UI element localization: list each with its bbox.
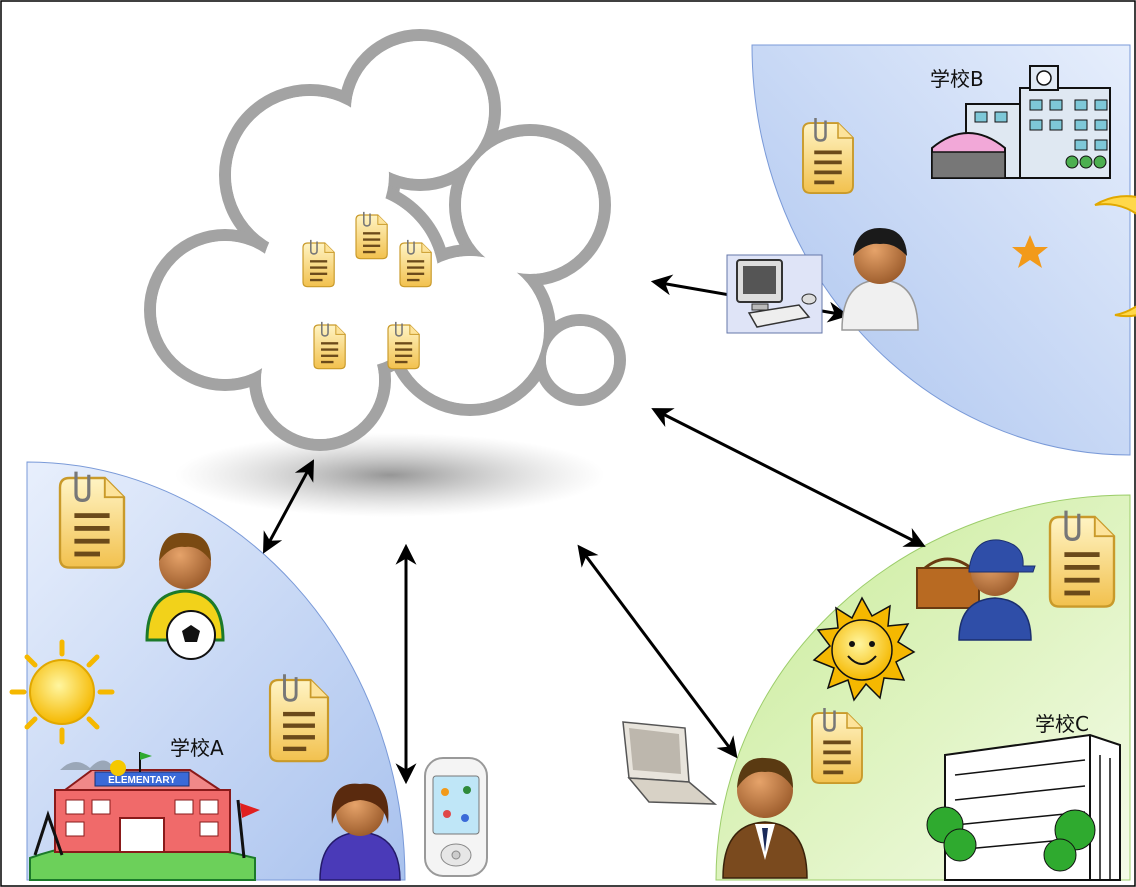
document-icon bbox=[268, 672, 330, 763]
arrow-school-a bbox=[263, 459, 314, 554]
document-icon bbox=[302, 239, 335, 288]
school-b-building-icon bbox=[931, 65, 1111, 179]
school-c-building-icon bbox=[926, 733, 1121, 881]
cloud-fill bbox=[156, 41, 614, 439]
school-a-building-icon: ELEMENTARY bbox=[29, 752, 260, 881]
desktop-computer-icon bbox=[726, 254, 823, 334]
document-icon bbox=[387, 321, 420, 370]
laptop-icon bbox=[622, 721, 718, 805]
school-c-label: 学校C bbox=[1035, 712, 1089, 736]
worker-person-icon bbox=[916, 539, 1036, 641]
document-icon bbox=[355, 211, 388, 260]
smiling-sun-icon bbox=[812, 596, 916, 702]
person-icon bbox=[841, 228, 919, 331]
arrow-school-c bbox=[651, 408, 926, 547]
school-a-label: 学校A bbox=[170, 736, 224, 760]
sun-icon bbox=[9, 639, 115, 745]
document-icon bbox=[313, 321, 346, 370]
arrow-laptop bbox=[577, 544, 738, 759]
cloud-shadow bbox=[175, 433, 605, 517]
businessman-person-icon bbox=[722, 757, 808, 879]
elementary-sign-text: ELEMENTARY bbox=[108, 775, 176, 786]
woman-person-icon bbox=[319, 783, 401, 881]
moon-icon bbox=[1012, 195, 1136, 318]
mobile-phone-icon bbox=[424, 757, 488, 877]
document-icon bbox=[58, 470, 126, 570]
document-icon bbox=[1048, 509, 1116, 609]
school-b-label: 学校B bbox=[930, 67, 984, 91]
soccer-person-icon bbox=[145, 532, 225, 660]
document-icon bbox=[399, 239, 432, 288]
document-icon bbox=[801, 116, 855, 195]
document-icon bbox=[810, 706, 864, 785]
